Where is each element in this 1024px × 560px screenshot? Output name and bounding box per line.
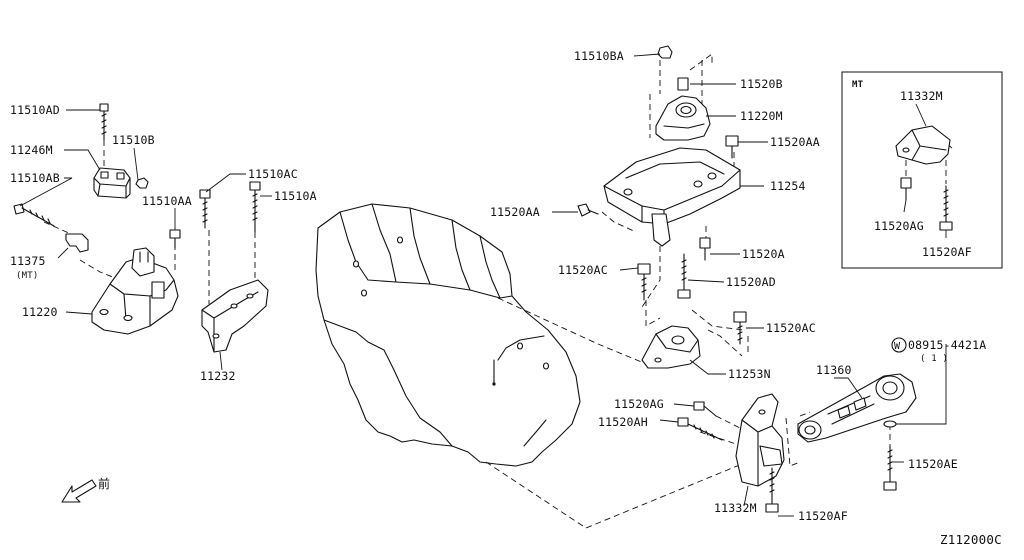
label-11510ab: 11510AB <box>10 171 60 185</box>
label-11510ad: 11510AD <box>10 103 60 117</box>
bolt-11510ac <box>199 189 211 229</box>
bolt-11520af-bottom <box>765 467 779 513</box>
label-11510a: 11510A <box>274 189 317 203</box>
bracket-11246m <box>93 167 131 199</box>
bolt-11520ad <box>677 253 691 299</box>
label-11375: 11375 <box>10 254 46 268</box>
label-11254: 11254 <box>770 179 806 193</box>
label-11232: 11232 <box>200 369 236 383</box>
bolt-11520a <box>699 237 711 261</box>
label-11520ah: 11520AH <box>598 415 648 429</box>
front-mark: 前 <box>98 476 110 491</box>
diagram-code: Z112000C <box>940 532 1002 547</box>
labels: 11510AD 11246M 11510B 11510AB 11510AA 11… <box>10 49 1002 547</box>
rod-11360 <box>797 373 917 443</box>
bolt-11520ae <box>883 445 897 491</box>
label-11510b: 11510B <box>112 133 155 147</box>
bracket-11254 <box>603 147 741 247</box>
label-11220: 11220 <box>22 305 58 319</box>
mount-11220 <box>91 247 179 335</box>
label-11520ac-right: 11520AC <box>766 321 816 335</box>
insulator-11220m <box>655 95 711 141</box>
nut-11510b <box>135 177 149 189</box>
label-11375-note: (MT) <box>16 271 38 281</box>
label-11520aa-left: 11520AA <box>490 205 540 219</box>
label-mt-11520ag: 11520AG <box>874 219 924 233</box>
bolt-11520ac-top <box>637 263 651 301</box>
label-11253n: 11253N <box>728 367 771 381</box>
bolt-11520ag-bottom <box>693 401 717 417</box>
label-mt-11520af: 11520AF <box>922 245 972 259</box>
bolt-11520aa-left <box>577 203 599 217</box>
engine-block <box>315 203 581 467</box>
front-arrow-icon <box>61 479 97 503</box>
nut-11510ba <box>657 45 673 59</box>
label-11510aa-left: 11510AA <box>142 194 192 208</box>
label-11520ad: 11520AD <box>726 275 776 289</box>
clip-11375 <box>65 233 89 253</box>
bolt-11510a <box>249 181 261 233</box>
label-11520ag-bottom: 11520AG <box>614 397 664 411</box>
washer-08915 <box>883 420 897 428</box>
label-11360: 11360 <box>816 363 852 377</box>
w-marker-circle <box>891 337 907 353</box>
bracket-11253n <box>641 325 701 369</box>
mt-box-frame <box>841 71 1003 269</box>
label-mt-11332m: 11332M <box>900 89 943 103</box>
label-11520a: 11520A <box>742 247 785 261</box>
bracket-11332m-bottom <box>735 393 785 487</box>
label-11520af-bottom: 11520AF <box>798 509 848 523</box>
bolt-mt-11520af <box>939 185 953 231</box>
bracket-11232 <box>201 279 269 353</box>
bolt-11520ah <box>677 417 723 441</box>
label-11510ba: 11510BA <box>574 49 624 63</box>
w-marker-letter: W <box>894 341 901 352</box>
label-08915: 08915-4421A <box>908 338 986 352</box>
label-11220m: 11220M <box>740 109 783 123</box>
label-11332m-bottom: 11332M <box>714 501 757 515</box>
bushing-11520b <box>677 77 689 91</box>
leader-lines <box>19 53 947 517</box>
label-11246m: 11246M <box>10 143 53 157</box>
label-08915-qty: ( 1 ) <box>920 354 948 364</box>
bolt-11510ad <box>99 103 109 141</box>
mt-box-title: MT <box>852 80 864 90</box>
bolt-mt-11520ag <box>900 177 912 201</box>
bolt-11520aa-right <box>725 135 739 159</box>
dashed-guides <box>43 53 953 529</box>
label-11520ac-top: 11520AC <box>558 263 608 277</box>
bolt-11520ac-right <box>733 311 747 345</box>
bolt-11510ab <box>13 203 55 227</box>
label-11520aa-right: 11520AA <box>770 135 820 149</box>
label-11520b: 11520B <box>740 77 783 91</box>
bracket-mt-11332m <box>895 125 951 165</box>
label-11510ac: 11510AC <box>248 167 298 181</box>
label-11520ae: 11520AE <box>908 457 958 471</box>
bolt-11510aa-left <box>169 229 181 249</box>
